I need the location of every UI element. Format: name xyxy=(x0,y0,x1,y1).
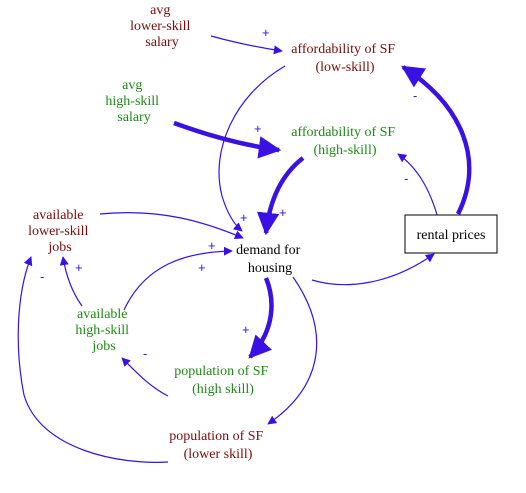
sign-afford-low-demand: + xyxy=(240,210,248,225)
sign-pop-lower-lower-jobs: - xyxy=(40,269,44,284)
link-high-jobs-to-lower-jobs xyxy=(59,256,83,307)
node-avg-high-skill-salary-line3: salary xyxy=(117,110,150,125)
link-afford-high-to-demand xyxy=(256,156,305,236)
node-affordability-low-skill: affordability of SF (low-skill) xyxy=(291,42,398,75)
link-afford-low-to-demand xyxy=(218,65,286,232)
node-available-lower-skill-jobs-line2: lower-skill xyxy=(28,224,88,239)
node-population-high-skill-line2: (high skill) xyxy=(192,382,254,397)
sign-high-jobs-demand: + xyxy=(198,260,206,275)
node-avg-lower-skill-salary: avg lower-skill salary xyxy=(130,3,194,50)
node-available-lower-skill-jobs-line1: available xyxy=(33,208,84,223)
node-available-high-skill-jobs-line2: high-skill xyxy=(75,323,129,338)
node-demand-for-housing-line1: demand for xyxy=(236,243,300,258)
node-avg-high-skill-salary-line2: high-skill xyxy=(105,94,159,109)
link-lower-jobs-to-demand xyxy=(99,211,244,240)
sign-lower-jobs-demand: + xyxy=(208,238,216,253)
node-demand-for-housing: demand for housing xyxy=(236,243,304,276)
link-demand-to-pop-high xyxy=(248,277,274,359)
node-population-lower-skill: population of SF (lower skill) xyxy=(169,429,267,462)
node-affordability-low-skill-line2: (low-skill) xyxy=(315,60,374,75)
link-high-jobs-to-demand xyxy=(123,246,233,311)
sign-rental-afford-low: - xyxy=(413,88,417,103)
sign-salary-high: + xyxy=(254,121,262,136)
link-salary-low-to-afford-low xyxy=(210,35,283,55)
sign-rental-afford-high: - xyxy=(404,171,408,186)
sign-afford-high-demand: + xyxy=(279,205,287,220)
node-rental-prices-line1: rental prices xyxy=(417,228,486,243)
sign-salary-low: + xyxy=(262,25,270,40)
sign-high-jobs-lower-jobs: + xyxy=(75,260,83,275)
link-rental-to-afford-low xyxy=(401,65,472,216)
node-affordability-high-skill-line1: affordability of SF xyxy=(291,125,395,140)
node-affordability-high-skill-line2: (high-skill) xyxy=(314,143,377,158)
node-affordability-low-skill-line1: affordability of SF xyxy=(291,42,395,57)
link-pop-high-to-high-jobs xyxy=(121,357,169,397)
node-affordability-high-skill: affordability of SF (high-skill) xyxy=(291,125,398,158)
node-avg-high-skill-salary-line1: avg xyxy=(122,78,142,93)
node-population-high-skill-line1: population of SF xyxy=(174,364,268,379)
node-available-lower-skill-jobs: available lower-skill jobs xyxy=(28,208,92,255)
node-available-high-skill-jobs-line1: available xyxy=(77,307,128,322)
link-demand-to-rental xyxy=(311,253,435,286)
node-avg-lower-skill-salary-line3: salary xyxy=(145,35,178,50)
node-available-high-skill-jobs-line3: jobs xyxy=(91,339,115,354)
link-rental-to-afford-high xyxy=(397,153,439,219)
node-avg-high-skill-salary: avg high-skill salary xyxy=(105,78,162,125)
node-avg-lower-skill-salary-line1: avg xyxy=(150,3,170,18)
node-population-lower-skill-line2: (lower skill) xyxy=(184,447,253,462)
node-demand-for-housing-line2: housing xyxy=(248,261,292,276)
rental-prices-box xyxy=(404,214,498,254)
sign-pop-high-high-jobs: - xyxy=(143,346,147,361)
link-pop-lower-to-lower-jobs xyxy=(17,256,169,463)
node-available-lower-skill-jobs-line3: jobs xyxy=(47,240,71,255)
node-rental-prices: rental prices xyxy=(417,228,486,243)
link-salary-high-to-afford-high xyxy=(173,120,282,159)
node-available-high-skill-jobs: available high-skill jobs xyxy=(75,307,132,354)
node-avg-lower-skill-salary-line2: lower-skill xyxy=(130,19,190,34)
sign-demand-pop-high: + xyxy=(242,322,250,337)
node-population-high-skill: population of SF (high skill) xyxy=(174,364,272,397)
node-population-lower-skill-line1: population of SF xyxy=(169,429,263,444)
link-demand-to-pop-lower xyxy=(267,276,318,425)
